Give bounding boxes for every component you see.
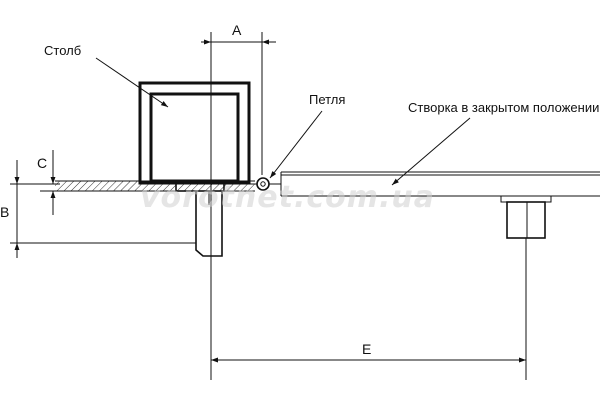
dimension-e-label: E — [362, 341, 371, 357]
post-footing — [195, 191, 223, 257]
post-label: Столб — [44, 43, 81, 58]
hinge-callout: Петля — [269, 92, 345, 179]
post-profile — [138, 81, 251, 192]
hinge-label: Петля — [309, 92, 345, 107]
dimension-b-label: B — [0, 204, 9, 220]
dimension-e: E — [211, 341, 526, 363]
roller-support — [500, 195, 552, 239]
post-callout: Столб — [44, 43, 169, 108]
extension-lines — [10, 32, 527, 380]
dimension-c-label: C — [37, 155, 47, 171]
dimension-c: C — [37, 150, 56, 215]
leaf-callout: Створка в закрытом положении — [391, 100, 599, 186]
hinge — [249, 177, 281, 191]
leaf-label: Створка в закрытом положении — [408, 100, 599, 115]
watermark-text: vorotnet.com.ua — [140, 180, 435, 215]
dimension-a-label: A — [232, 22, 242, 38]
dimension-b: B — [0, 160, 20, 258]
dimension-a: A — [201, 22, 276, 45]
